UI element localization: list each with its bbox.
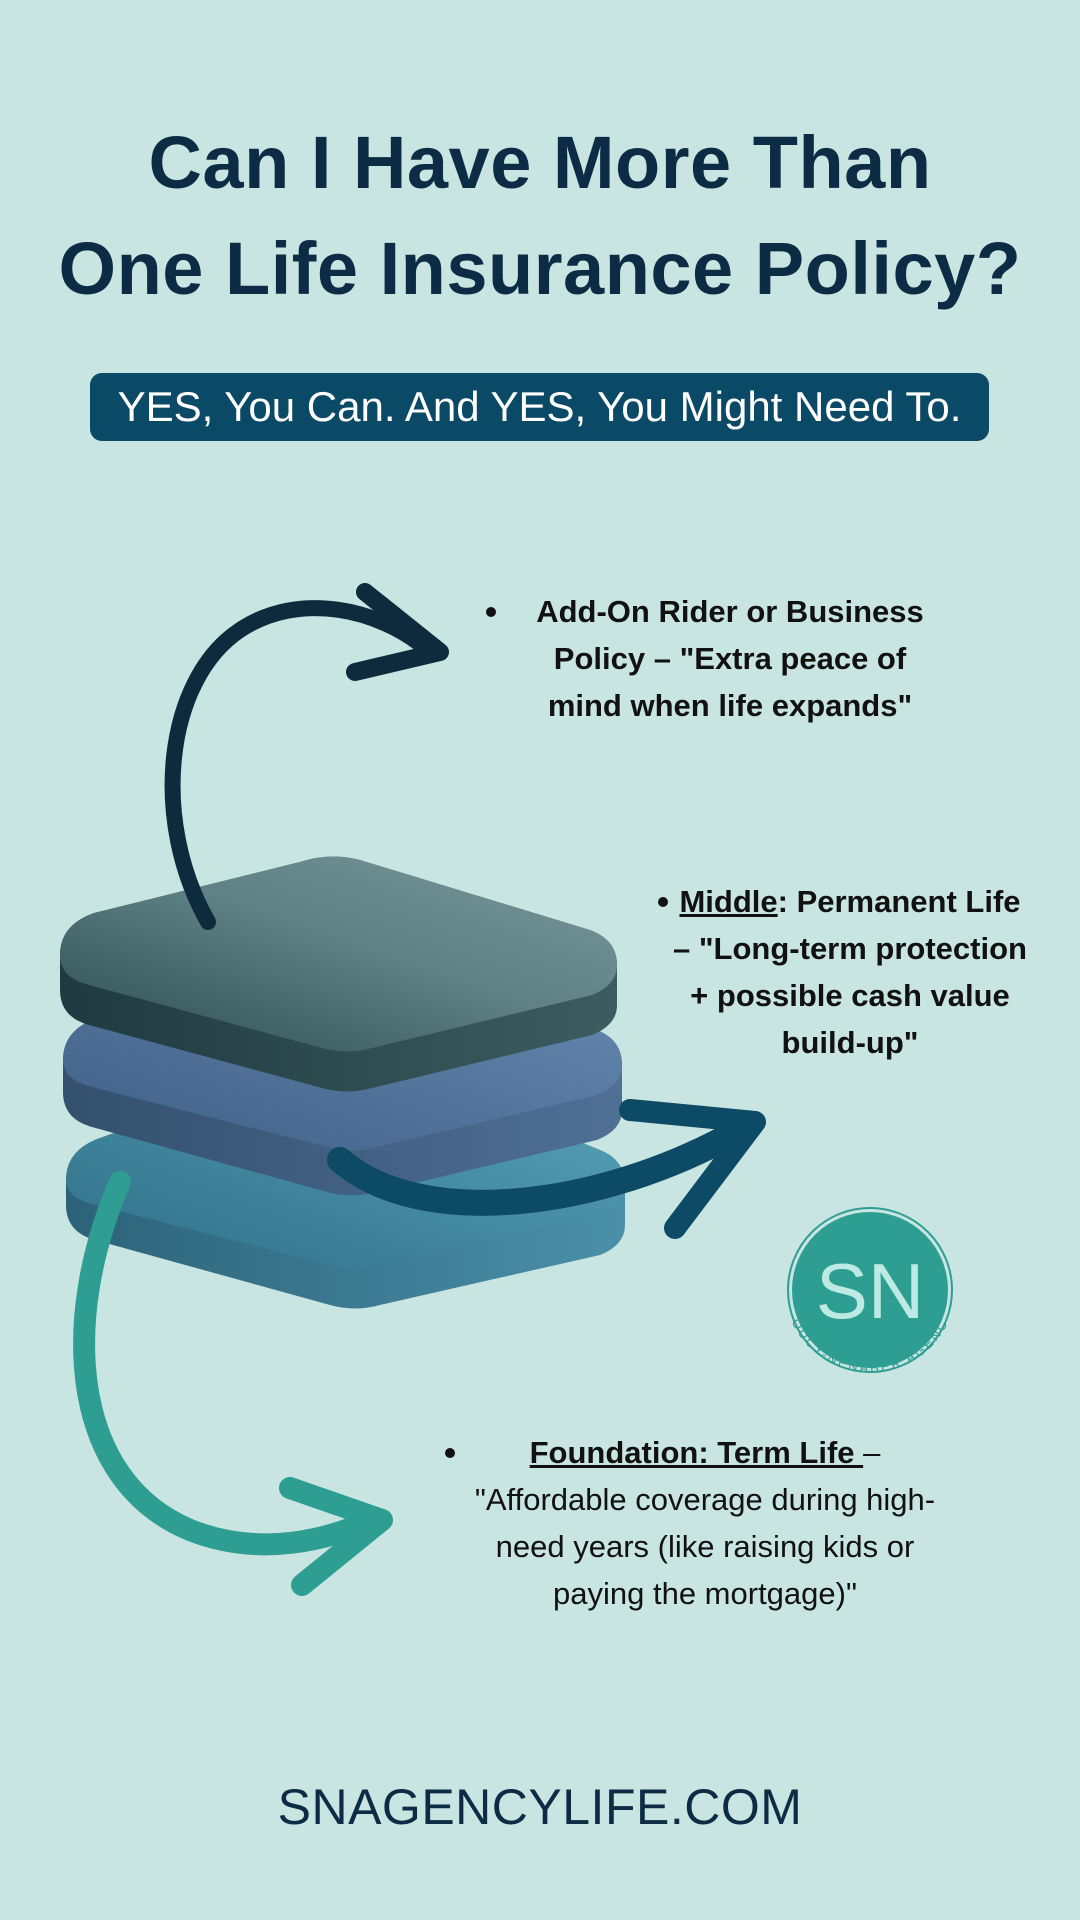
title-line-1: Can I Have More Than [148, 121, 932, 204]
logo-ring [787, 1207, 953, 1373]
bullet-middle-permanent-life: Middle: Permanent Life – "Long-term prot… [658, 878, 1030, 1066]
bullet-dot [486, 607, 496, 617]
bullet-foundation-term-life: Foundation: Term Life – "Affordable cove… [445, 1429, 945, 1617]
logo-monogram: SN [816, 1247, 924, 1335]
page-title: Can I Have More Than One Life Insurance … [40, 110, 1040, 322]
agency-logo: SN SOUCY-NENABER AGENCY [780, 1200, 953, 1376]
bullet-foundation-text: "Affordable coverage during high-need ye… [474, 1482, 936, 1611]
curved-arrow-right-icon [327, 1099, 766, 1239]
bullet-foundation-label: Foundation: Term Life [529, 1435, 864, 1470]
bullet-add-on-rider: Add-On Rider or Business Policy – "Extra… [486, 588, 940, 729]
answer-banner: YES, You Can. And YES, You Might Need To… [90, 373, 989, 441]
logo-circle [792, 1212, 948, 1368]
curved-arrow-up-right-icon [164, 583, 449, 930]
bullet-foundation-dash: – [863, 1435, 881, 1470]
bullet-middle-text: : Permanent Life – "Long-term protection… [673, 884, 1027, 1060]
bullet-dot [445, 1448, 455, 1458]
bullet-dot [658, 897, 668, 907]
title-line-2: One Life Insurance Policy? [58, 227, 1022, 310]
website-footer: SNAGENCYLIFE.COM [277, 1779, 803, 1835]
bullet-add-on-rider-text: Add-On Rider or Business Policy – "Extra… [536, 594, 924, 723]
curved-arrow-down-right-icon [73, 1171, 393, 1596]
bullet-middle-label: Middle [679, 884, 778, 919]
